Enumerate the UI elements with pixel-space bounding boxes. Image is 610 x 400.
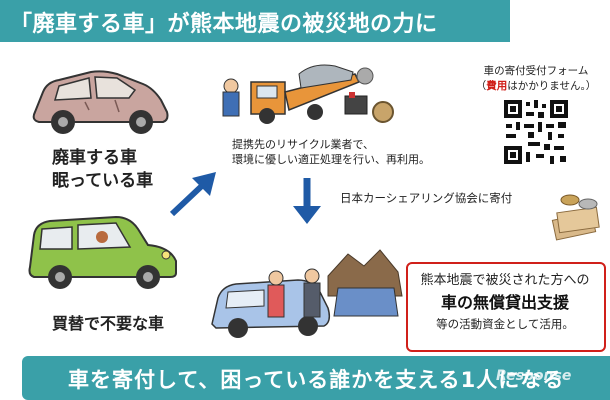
donation-form-title: 車の寄付受付フォーム xyxy=(483,65,589,77)
old-car-illustration xyxy=(32,70,169,134)
cost-word: 費用 xyxy=(486,80,508,92)
note-rest: はかかりません。） xyxy=(507,80,597,92)
disaster-aid-illustration xyxy=(211,249,403,338)
support-line3: 等の活動資金として活用。 xyxy=(436,317,574,331)
qr-code-icon[interactable] xyxy=(502,98,570,166)
slogan-banner xyxy=(22,356,610,400)
sleeping-car-label: 眠っている車 xyxy=(52,171,154,191)
unneeded-car-label: 買替で不要な車 xyxy=(52,314,165,333)
donation-text: 日本カーシェアリング協会に寄付 xyxy=(340,191,513,205)
free-of-charge-note: （費用はかかりません。） xyxy=(470,78,602,93)
support-info-box xyxy=(406,262,606,352)
title-banner xyxy=(0,0,510,42)
recycle-text-line2: 環境に優しい適正処理を行い、再利用。 xyxy=(232,153,430,166)
watermark-logo: Response xyxy=(496,368,572,384)
green-car-illustration xyxy=(28,215,177,289)
up-right-arrow-icon xyxy=(169,172,216,217)
scrap-car-label: 廃車する車 xyxy=(52,148,137,168)
slogan-text: 車を寄付して、困っている誰かを支える1人になる xyxy=(68,368,565,392)
support-line1: 熊本地震で被災された方への xyxy=(420,273,590,288)
note-open-paren: （ xyxy=(475,80,487,92)
support-line2: 車の無償貸出支援 xyxy=(440,293,569,312)
down-arrow-icon xyxy=(293,178,321,224)
money-icon xyxy=(551,194,600,241)
recycling-truck-illustration xyxy=(222,64,394,124)
page-title: 「廃車する車」が熊本地震の被災地の力に xyxy=(10,12,438,37)
recycle-text-line1: 提携先のリサイクル業者で、 xyxy=(232,138,375,151)
